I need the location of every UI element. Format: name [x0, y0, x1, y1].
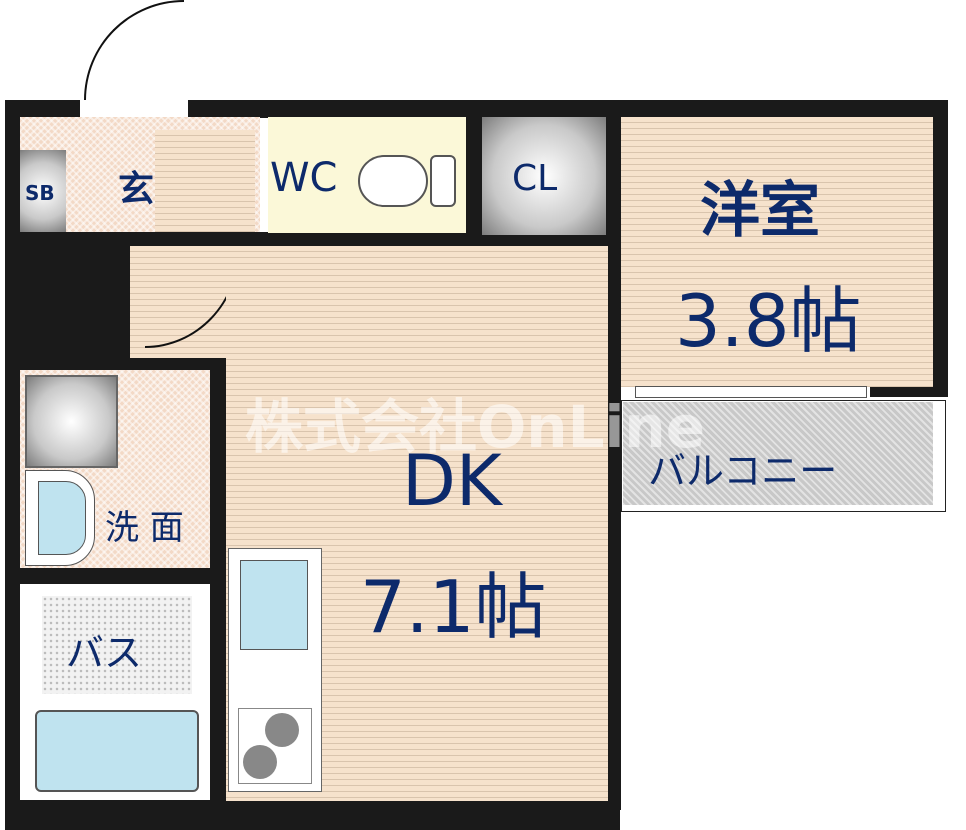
bath-label: バス [66, 631, 143, 675]
dk-size: 7.1帖 [360, 565, 547, 649]
washroom-label: 洗 面 [105, 508, 184, 548]
balcony-label: バルコニー [648, 449, 838, 493]
wash-wall [20, 355, 225, 370]
bathtub-icon [35, 710, 199, 792]
entrance-opening [80, 98, 188, 118]
shoe-box [20, 150, 66, 232]
basin-icon [38, 481, 86, 555]
watermark: 株式会社OnLine [245, 393, 706, 461]
kitchen-sink-icon [240, 560, 308, 650]
bottom-wall [5, 800, 620, 830]
entrance-door[interactable] [84, 0, 184, 100]
wc-wall [465, 117, 482, 237]
wall-block [20, 232, 130, 360]
toilet-tank-icon [430, 155, 456, 207]
wash-basin [25, 470, 95, 566]
closet-label: CL [512, 158, 558, 199]
burner-icon [265, 713, 299, 747]
balcony-window[interactable] [635, 386, 867, 398]
shoe-box-label: SB [25, 181, 55, 205]
top-wall [5, 100, 948, 118]
dk-label: DK [402, 440, 502, 522]
entrance-hall-floor [155, 130, 255, 232]
entrance-label: 玄 [118, 169, 155, 210]
washing-machine-icon [25, 375, 118, 468]
right-wall [932, 100, 948, 395]
toilet-icon [358, 155, 428, 207]
toilet-label: WC [270, 155, 338, 201]
burner-icon [243, 745, 277, 779]
closet [482, 117, 606, 235]
left-wall [5, 100, 21, 830]
dk-right-wall [605, 100, 621, 810]
bath-floor [42, 596, 192, 694]
western-room-label: 洋室 [700, 176, 820, 246]
bath-wall [20, 568, 220, 584]
western-room-floor [621, 117, 933, 387]
balcony-floor [623, 402, 933, 505]
inner-wall [20, 232, 610, 246]
western-room-size: 3.8帖 [675, 279, 862, 363]
stove-icon [238, 708, 312, 784]
